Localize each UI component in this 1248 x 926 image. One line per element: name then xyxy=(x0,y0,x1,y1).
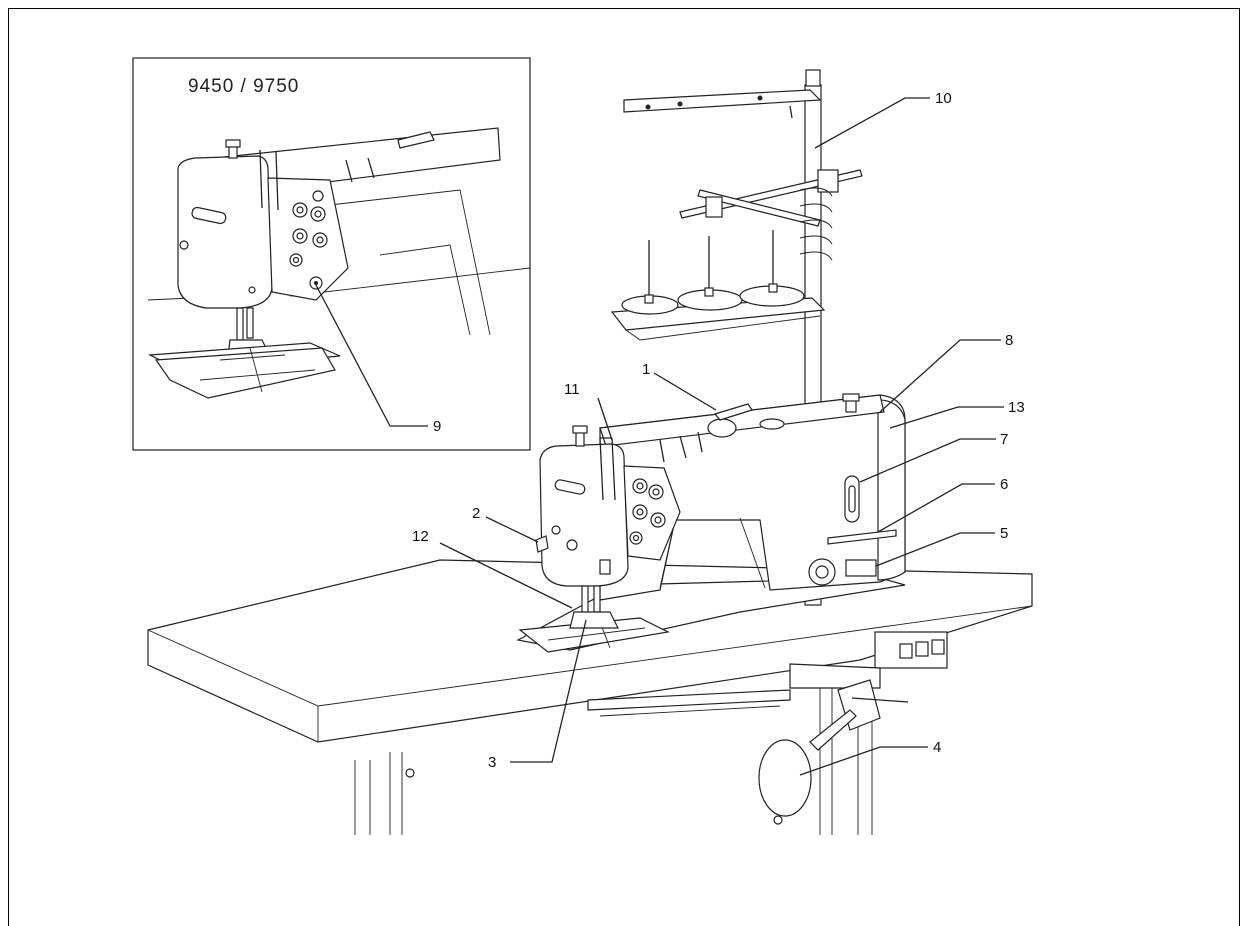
callout-4: 4 xyxy=(933,739,941,756)
thread-stand xyxy=(610,69,863,606)
callout-10: 10 xyxy=(935,90,952,107)
callout-8: 8 xyxy=(1005,332,1013,349)
figure-frame xyxy=(8,8,1240,926)
callout-12: 12 xyxy=(412,528,429,545)
callout-9: 9 xyxy=(433,418,441,435)
callout-2: 2 xyxy=(472,505,480,522)
callout-labels: 1 2 3 4 5 6 7 8 9 10 11 12 13 xyxy=(412,90,1025,771)
callout-7: 7 xyxy=(1000,431,1008,448)
callout-13: 13 xyxy=(1008,399,1025,416)
callout-6: 6 xyxy=(1000,476,1008,493)
callout-3: 3 xyxy=(488,754,496,771)
leader-lines xyxy=(315,97,1004,776)
callout-1: 1 xyxy=(642,361,650,378)
inset-detail: 9450 / 9750 xyxy=(132,57,531,451)
sewing-machine xyxy=(516,393,906,653)
callout-11: 11 xyxy=(564,381,580,398)
callout-5: 5 xyxy=(1000,525,1008,542)
inset-title: 9450 / 9750 xyxy=(188,76,299,97)
